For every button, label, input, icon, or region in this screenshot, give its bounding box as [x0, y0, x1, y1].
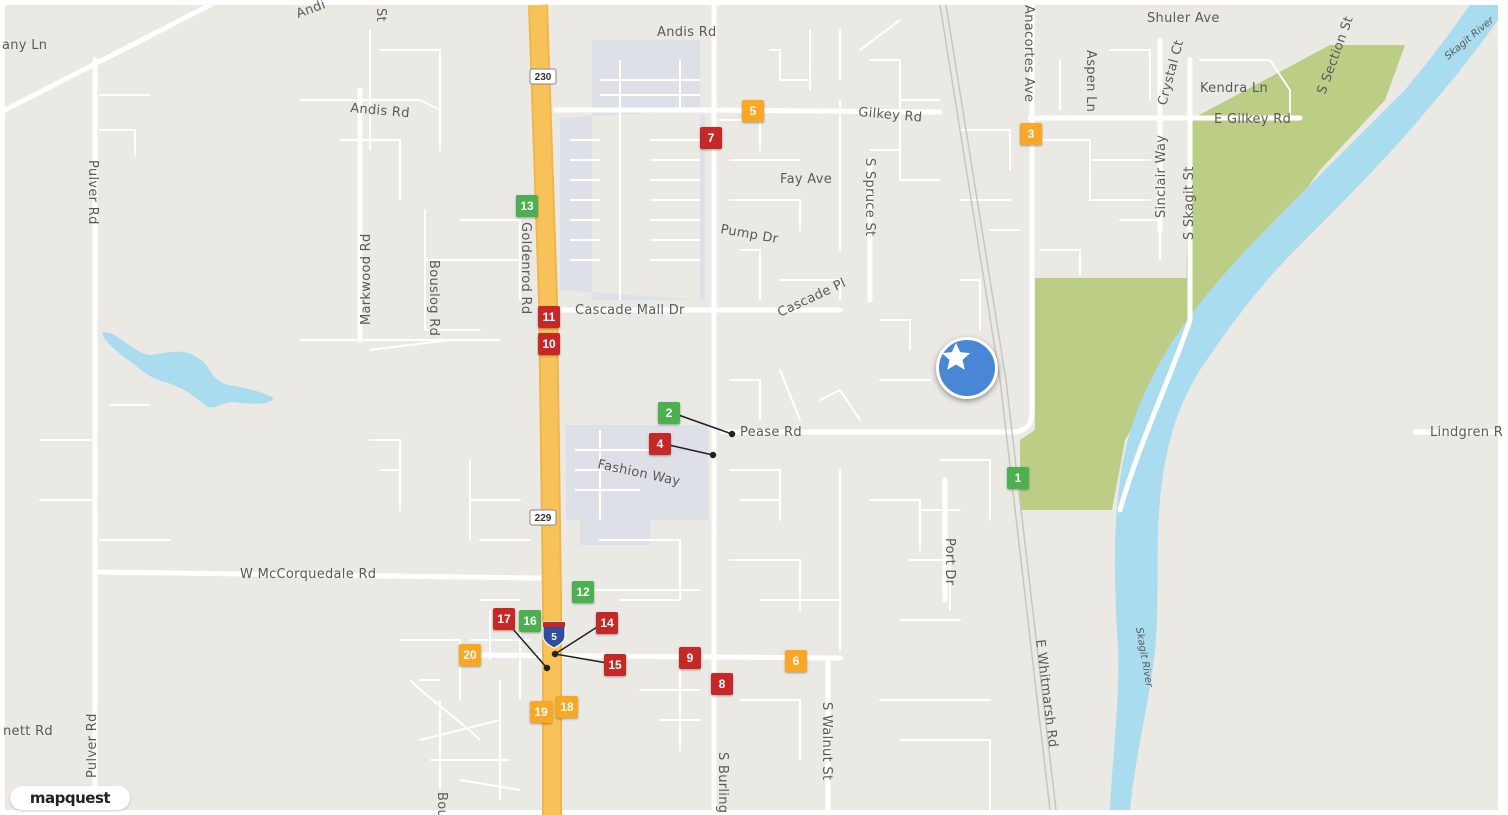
star-icon	[941, 342, 971, 370]
map-marker-10[interactable]: 10	[538, 333, 560, 355]
map-marker-18[interactable]: 18	[556, 696, 578, 718]
label-w-mccorquedale-rd: W McCorquedale Rd	[240, 567, 376, 582]
route-shield-230: 230	[529, 68, 557, 85]
map-marker-12[interactable]: 12	[572, 581, 594, 603]
highway-i5	[530, 4, 560, 815]
map-marker-14[interactable]: 14	[596, 612, 618, 634]
svg-text:5: 5	[551, 632, 557, 643]
map-marker-17[interactable]: 17	[493, 608, 515, 630]
map-marker-20[interactable]: 20	[459, 644, 481, 666]
label-shuler-ave: Shuler Ave	[1147, 11, 1220, 26]
label-nett-rd: nett Rd	[3, 724, 53, 739]
map-marker-9[interactable]: 9	[679, 647, 701, 669]
label-e-gilkey-rd: E Gilkey Rd	[1214, 112, 1291, 127]
label-s-burling: S Burling	[715, 752, 730, 813]
label-bou: Bou	[434, 792, 449, 815]
location-pin[interactable]	[936, 337, 998, 399]
interstate-shield-5: 5	[542, 621, 566, 649]
label-cascade-mall-dr: Cascade Mall Dr	[575, 303, 685, 318]
label-s-skagit-st: S Skagit St	[1182, 166, 1197, 240]
map-marker-7[interactable]: 7	[700, 127, 722, 149]
parking-stripes	[570, 60, 700, 520]
map-marker-2[interactable]: 2	[658, 402, 680, 424]
svg-text:230: 230	[535, 72, 552, 83]
label-fay-ave: Fay Ave	[780, 172, 832, 187]
map-marker-5[interactable]: 5	[742, 100, 764, 122]
label-pulver-rd-south: Pulver Rd	[85, 713, 100, 778]
map-marker-6[interactable]: 6	[785, 650, 807, 672]
map-marker-11[interactable]: 11	[538, 306, 560, 328]
label-bouslog-rd: Bouslog Rd	[426, 260, 441, 336]
mapquest-logo[interactable]: mapquest	[10, 786, 130, 810]
label-gilkey-rd: Gilkey Rd	[858, 105, 923, 126]
label-andis-rd-west: Andis Rd	[350, 101, 411, 121]
label-s-walnut-st: S Walnut St	[819, 702, 834, 780]
label-goldenrod-rd: Goldenrod Rd	[518, 222, 533, 314]
parking-lots	[560, 40, 708, 545]
map-marker-16[interactable]: 16	[519, 610, 541, 632]
label-lindgren-r: Lindgren R	[1430, 425, 1503, 440]
lake	[102, 332, 274, 408]
label-markwood-rd: Markwood Rd	[359, 233, 374, 325]
label-pease-rd: Pease Rd	[740, 425, 802, 440]
label-st: St	[373, 8, 388, 22]
label-sinclair-way: Sinclair Way	[1154, 135, 1169, 218]
label-s-spruce-st: S Spruce St	[862, 158, 877, 236]
label-kendra-ln: Kendra Ln	[1200, 81, 1268, 96]
label-port-dr: Port Dr	[942, 538, 957, 586]
label-pulver-rd: Pulver Rd	[85, 160, 100, 225]
railroad	[939, 4, 1057, 811]
map-marker-13[interactable]: 13	[516, 195, 538, 217]
map-marker-8[interactable]: 8	[711, 673, 733, 695]
map-marker-1[interactable]: 1	[1007, 467, 1029, 489]
label-any-ln: any Ln	[2, 38, 47, 53]
label-aspen-ln: Aspen Ln	[1083, 50, 1098, 112]
map-marker-3[interactable]: 3	[1020, 123, 1042, 145]
minor-roads	[39, 19, 1291, 811]
map-marker-19[interactable]: 19	[530, 701, 552, 723]
route-shield-229: 229	[529, 509, 557, 526]
label-anacortes-ave: Anacortes Ave	[1021, 5, 1036, 102]
map-marker-15[interactable]: 15	[604, 654, 626, 676]
residential-streets	[409, 610, 530, 800]
label-andis-rd: Andis Rd	[657, 25, 717, 40]
svg-text:229: 229	[535, 513, 552, 524]
map-marker-4[interactable]: 4	[649, 433, 671, 455]
